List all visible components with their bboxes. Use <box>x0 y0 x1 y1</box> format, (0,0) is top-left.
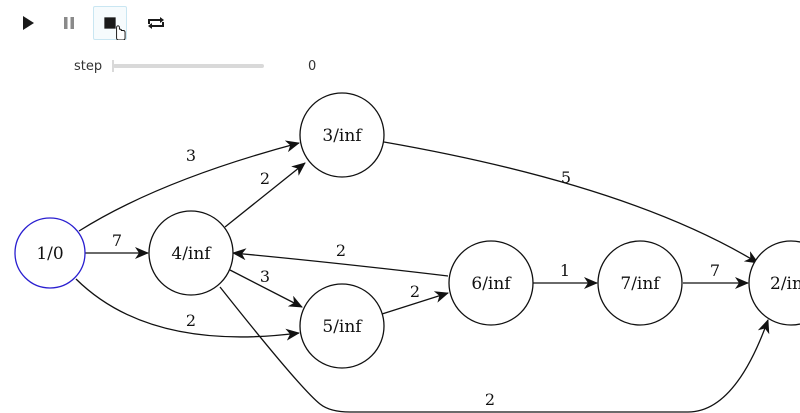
edge-4-2: 2 <box>219 286 770 413</box>
node-label-3: 3/inf <box>322 126 363 146</box>
node-1[interactable]: 1/0 <box>14 217 86 289</box>
edge-1-5: 2 <box>75 278 300 341</box>
edge-4-5: 3 <box>229 267 303 308</box>
edge-4-3: 2 <box>224 162 306 228</box>
node-label-2: 2/inf <box>770 274 800 294</box>
step-slider-track[interactable] <box>113 64 264 68</box>
edge-3-2: 5 <box>383 141 759 264</box>
stop-button[interactable] <box>93 6 127 40</box>
edge-1-4: 7 <box>85 231 149 259</box>
step-label: step <box>74 59 103 74</box>
edge-7-2: 7 <box>683 261 749 289</box>
edge-weight-5-6: 2 <box>410 282 420 301</box>
edge-weight-1-3: 3 <box>186 146 196 165</box>
edge-weight-7-2: 7 <box>710 261 720 280</box>
stop-icon <box>104 17 126 40</box>
edge-weight-1-5: 2 <box>186 311 196 330</box>
play-icon <box>23 16 34 30</box>
step-value: 0 <box>308 59 317 74</box>
node-7[interactable]: 7/inf <box>597 240 683 326</box>
pause-icon <box>64 17 74 29</box>
repeat-icon <box>148 17 164 29</box>
hand-pointer-cursor-icon <box>116 25 126 40</box>
node-5[interactable]: 5/inf <box>299 283 385 369</box>
edge-weight-6-7: 1 <box>560 261 570 280</box>
node-3[interactable]: 3/inf <box>299 92 385 178</box>
edge-6-7: 1 <box>533 261 598 289</box>
edge-weight-1-4: 7 <box>112 231 122 250</box>
node-label-5: 5/inf <box>322 317 363 337</box>
edge-1-3: 3 <box>78 140 300 232</box>
edge-weight-4-5: 3 <box>260 267 270 286</box>
repeat-button[interactable] <box>139 6 173 40</box>
edge-weight-4-3: 2 <box>260 169 270 188</box>
step-slider-handle[interactable] <box>112 60 114 72</box>
node-label-7: 7/inf <box>620 274 661 294</box>
node-4[interactable]: 4/inf <box>148 210 234 296</box>
node-label-6: 6/inf <box>471 274 512 294</box>
edge-6-4: 2 <box>232 241 449 277</box>
edge-weight-4-2: 2 <box>485 390 495 409</box>
playback-toolbar <box>0 0 800 50</box>
node-label-4: 4/inf <box>171 244 212 264</box>
step-slider-row: step 0 <box>0 56 800 78</box>
pause-button[interactable] <box>52 6 86 40</box>
edge-weight-3-2: 5 <box>561 168 571 187</box>
play-button[interactable] <box>11 6 45 40</box>
node-label-1: 1/0 <box>36 244 63 264</box>
node-6[interactable]: 6/inf <box>448 240 534 326</box>
edge-5-6: 2 <box>381 282 449 315</box>
edge-weight-6-4: 2 <box>336 241 346 260</box>
node-2[interactable]: 2/inf <box>748 240 800 326</box>
